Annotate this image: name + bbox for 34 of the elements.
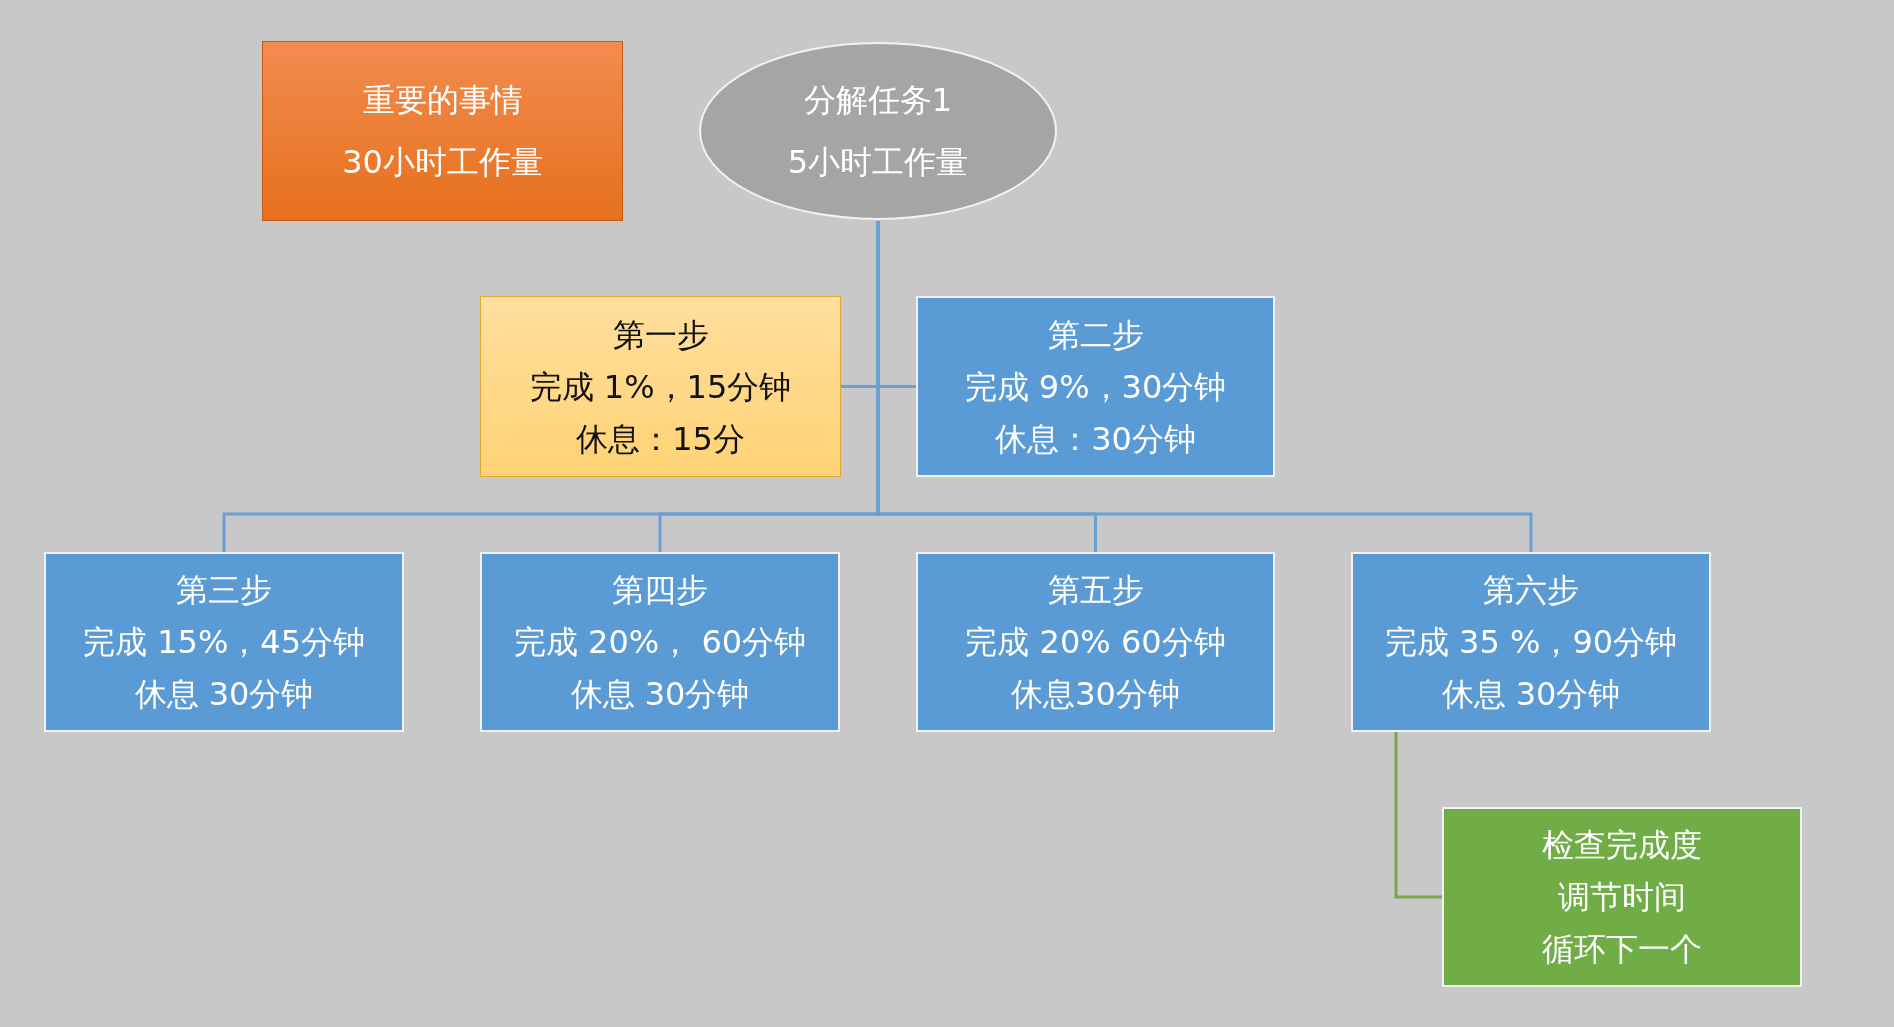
box-text: 完成 20% 60分钟	[965, 622, 1226, 662]
box-text: 30小时工作量	[342, 142, 543, 182]
box-text: 完成 9%，30分钟	[964, 366, 1227, 407]
box-text: 休息30分钟	[1011, 674, 1180, 714]
box-text: 完成 20%， 60分钟	[513, 622, 807, 662]
step-box	[916, 296, 1275, 477]
step-box	[916, 552, 1275, 732]
step-heading: 检查完成度	[1542, 825, 1702, 865]
box-text: 休息 30分钟	[134, 674, 314, 714]
box-text: 重要的事情	[362, 80, 523, 120]
box-text: 5小时工作量	[787, 142, 969, 182]
step-box	[480, 552, 840, 732]
check-box	[1442, 807, 1802, 987]
connector-line	[1394, 732, 1442, 899]
box-text: 休息 30分钟	[1441, 674, 1621, 714]
box-text: 循环下一个	[1542, 929, 1702, 969]
task-box	[262, 41, 623, 221]
step-heading: 第三步	[176, 570, 272, 610]
step-box	[44, 552, 404, 732]
box-text: 休息 30分钟	[570, 674, 750, 714]
step-heading: 第六步	[1483, 570, 1579, 610]
box-text: 完成 35 %，90分钟	[1384, 622, 1678, 662]
step-heading: 第二步	[1047, 314, 1144, 355]
box-text: 完成 1%，15分钟	[529, 366, 792, 407]
step-box	[480, 296, 841, 477]
box-text: 完成 15%，45分钟	[83, 622, 365, 662]
box-text: 休息：30分钟	[995, 418, 1196, 459]
step-box	[1351, 552, 1711, 732]
step-heading: 第一步	[612, 314, 709, 355]
box-text: 休息：15分	[576, 418, 745, 459]
box-text: 调节时间	[1558, 877, 1686, 917]
box-text: 分解任务1	[803, 80, 953, 120]
step-heading: 第四步	[612, 570, 708, 610]
step-heading: 第五步	[1047, 570, 1144, 610]
